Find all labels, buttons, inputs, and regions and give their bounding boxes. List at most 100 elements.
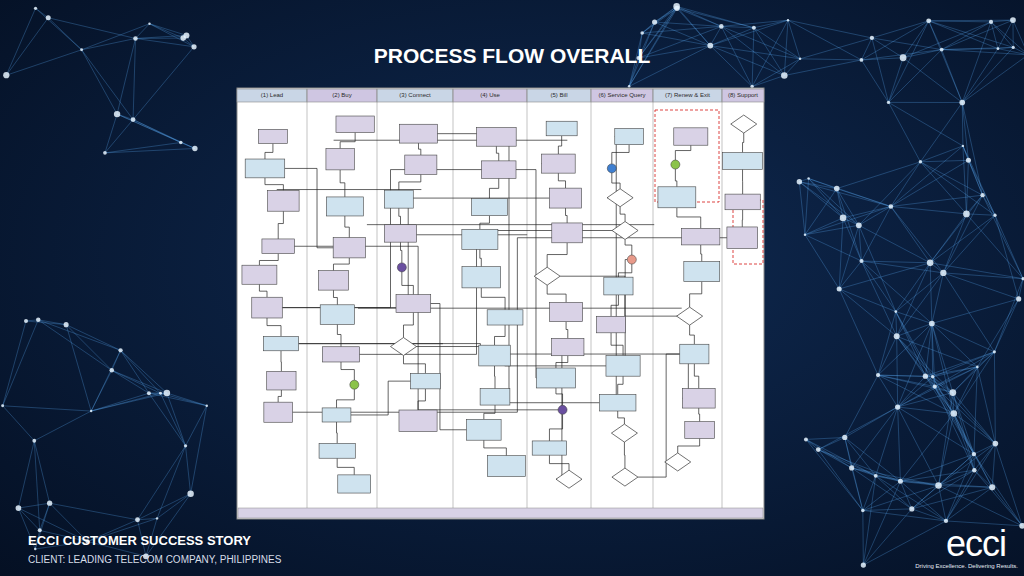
flow-shape — [479, 345, 511, 366]
network-dot — [949, 389, 956, 396]
lane-title: (2) Buy — [307, 90, 377, 101]
flow-line — [333, 258, 349, 271]
network-line — [942, 50, 1024, 55]
flow-shape — [400, 124, 438, 143]
lane-title: (6) Service Query — [591, 90, 653, 101]
process-box — [399, 410, 437, 432]
process-box — [658, 187, 696, 208]
process-box — [400, 124, 438, 143]
network-dot — [110, 368, 115, 373]
network-dot — [47, 501, 52, 506]
network-line — [91, 370, 112, 411]
network-line — [896, 312, 932, 324]
network-line — [859, 225, 930, 263]
flow-shape — [677, 307, 703, 325]
flow-shape — [268, 190, 299, 211]
network-line — [878, 375, 954, 413]
flow-shape — [550, 302, 583, 321]
flow-line — [625, 240, 632, 256]
network-line — [930, 263, 932, 324]
network-dot — [993, 350, 996, 353]
network-line — [809, 179, 859, 226]
flow-line — [341, 362, 354, 380]
process-box — [326, 197, 363, 216]
flow-line — [399, 208, 401, 225]
network-line — [863, 481, 901, 510]
network-dot — [16, 505, 22, 511]
network-dot — [944, 519, 948, 523]
network-line — [121, 350, 149, 393]
network-line — [932, 323, 995, 351]
network-line — [117, 114, 195, 148]
footer-band — [238, 508, 763, 518]
process-box — [682, 228, 720, 245]
flow-shape — [534, 267, 560, 285]
network-line — [18, 503, 49, 508]
network-line — [721, 26, 752, 86]
network-line — [942, 50, 963, 103]
network-line — [930, 195, 982, 263]
process-box — [604, 277, 633, 295]
flow-shape — [405, 155, 437, 174]
network-dot — [804, 233, 806, 235]
flow-line — [480, 249, 481, 266]
process-box — [322, 408, 351, 422]
flow-line — [566, 208, 568, 223]
process-box — [262, 239, 295, 254]
network-line — [721, 26, 800, 58]
network-line — [859, 206, 891, 225]
network-dot — [860, 58, 864, 62]
decision-diamond — [665, 453, 691, 471]
flow-shape — [627, 255, 636, 264]
network-line — [954, 352, 995, 414]
flow-line — [401, 242, 402, 263]
network-dot — [799, 58, 801, 60]
process-box — [599, 394, 635, 411]
network-dot — [963, 211, 970, 218]
network-line — [818, 450, 900, 482]
process-box — [542, 154, 576, 173]
process-box — [384, 225, 416, 242]
flow-line — [265, 178, 283, 191]
flow-line — [334, 140, 568, 141]
network-line — [891, 206, 943, 272]
swimlanes — [237, 89, 764, 518]
flow-shape — [597, 316, 626, 333]
flow-shape — [481, 161, 516, 178]
network-dot — [870, 36, 874, 40]
network-line — [966, 160, 968, 214]
network-line — [839, 289, 878, 375]
flow-shape — [552, 338, 584, 355]
network-dot — [997, 47, 1000, 50]
network-dot — [989, 20, 993, 24]
network-dot — [34, 548, 36, 550]
network-line — [710, 28, 754, 46]
network-line — [912, 509, 946, 521]
network-line — [710, 46, 784, 76]
flow-shape — [727, 227, 758, 249]
network-dot — [191, 44, 196, 49]
process-box — [725, 194, 760, 210]
network-dot — [861, 562, 866, 567]
flow-shape — [607, 189, 633, 207]
flow-shape — [552, 223, 583, 243]
process-box — [549, 188, 581, 208]
network-dot — [804, 437, 808, 441]
process-box — [674, 128, 708, 145]
network-line — [943, 273, 1023, 279]
network-line — [898, 323, 932, 407]
process-box — [684, 262, 720, 282]
network-line — [920, 162, 995, 215]
flow-line — [336, 422, 338, 443]
flow-line — [675, 169, 676, 187]
network-dot — [923, 374, 928, 379]
network-line — [837, 189, 862, 261]
flow-line — [484, 405, 495, 419]
network-line — [806, 439, 863, 510]
network-line — [898, 367, 978, 407]
lane-title: (8) Support — [722, 90, 764, 101]
flow-shape — [612, 222, 638, 240]
decision-diamond — [677, 307, 703, 325]
flow-line — [566, 322, 568, 339]
decision-diamond — [731, 115, 757, 133]
